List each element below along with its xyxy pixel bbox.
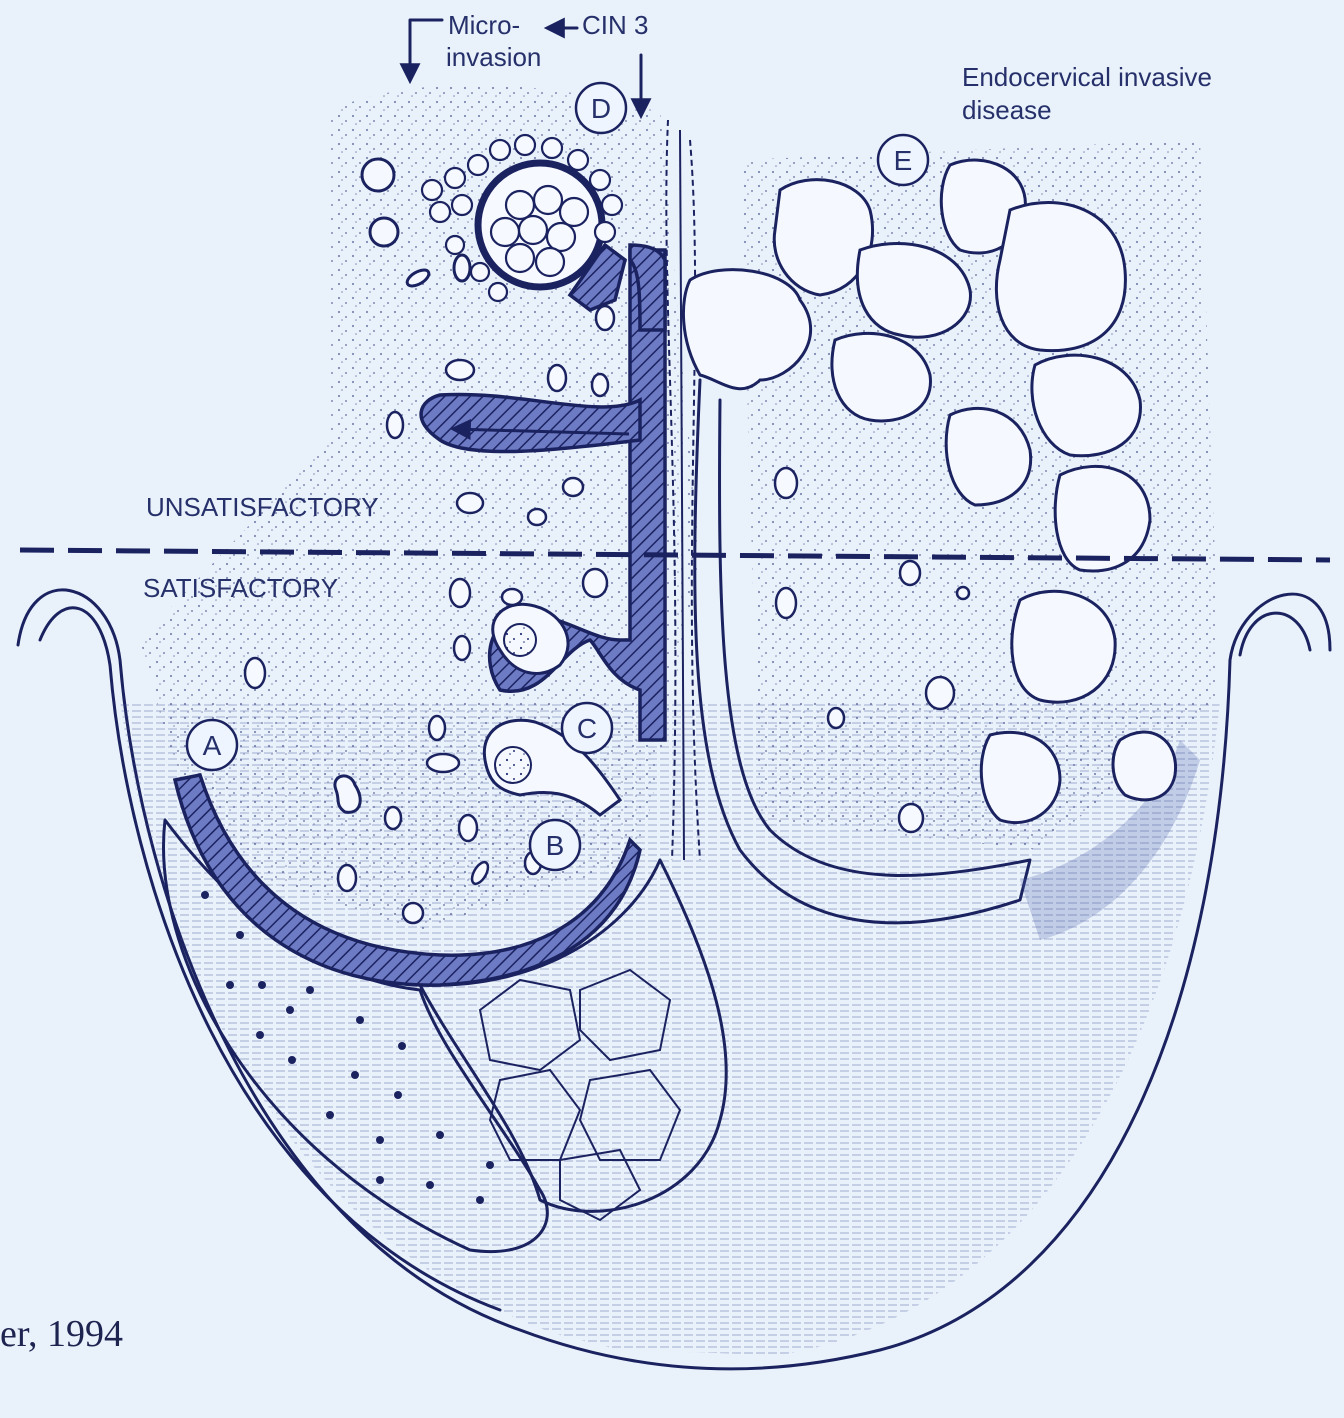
marker-d-label: D — [591, 93, 611, 124]
marker-b: B — [530, 820, 580, 870]
unsatisfactory-label: UNSATISFACTORY — [146, 492, 379, 522]
endocervical-label: Endocervical invasive — [962, 62, 1212, 92]
marker-d: D — [576, 83, 626, 133]
marker-a-label: A — [203, 730, 222, 761]
marker-a: A — [187, 720, 237, 770]
marker-c-label: C — [577, 713, 597, 744]
micro-invasion-label: Micro- — [448, 10, 520, 40]
satisfactory-label: SATISFACTORY — [143, 573, 338, 603]
marker-e: E — [878, 135, 928, 185]
marker-c: C — [562, 703, 612, 753]
endocervical-label-2: disease — [962, 95, 1052, 125]
micro-invasion-label-2: invasion — [446, 42, 541, 72]
marker-e-label: E — [894, 145, 913, 176]
citation-text: er, 1994 — [0, 1313, 123, 1355]
marker-b-label: B — [546, 830, 565, 861]
cin3-label: CIN 3 — [582, 10, 648, 40]
cervix-outline — [18, 590, 1330, 1369]
